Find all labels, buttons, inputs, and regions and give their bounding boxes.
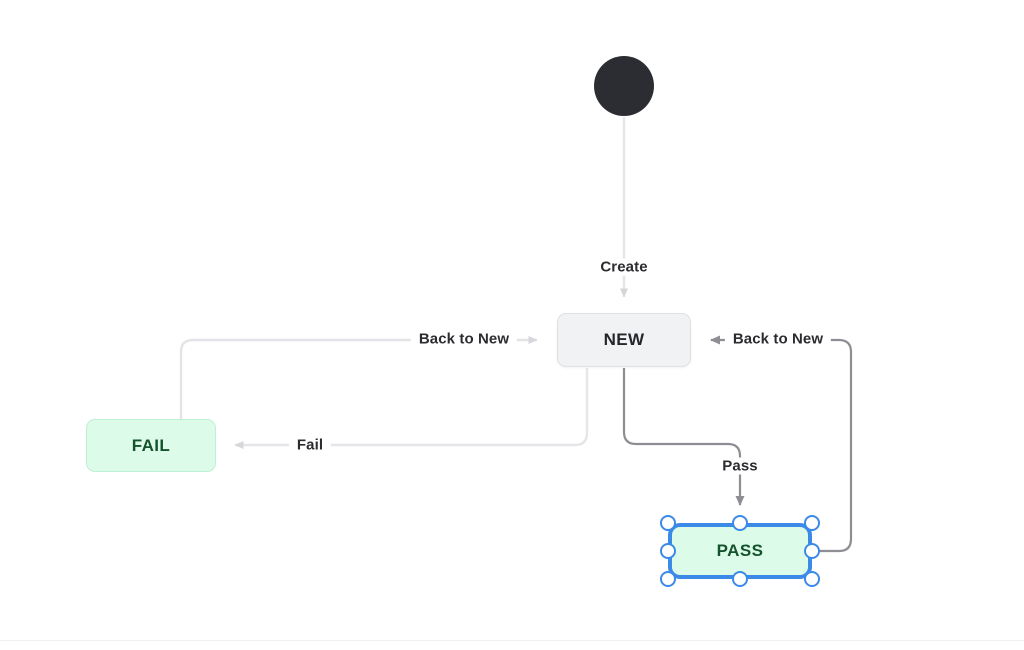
state-node-new[interactable]: NEW [557,313,691,367]
state-node-fail-label: FAIL [131,435,171,455]
handle-middle-right[interactable] [804,543,820,559]
edge-label-create[interactable]: Create [594,258,654,276]
handle-bottom-left[interactable] [660,571,676,587]
handle-bottom-right[interactable] [804,571,820,587]
edge-path-back-to-new-from-fail[interactable] [179,336,538,419]
edge-path-fail[interactable] [234,368,589,449]
handle-top-left[interactable] [660,515,676,531]
start-node[interactable] [594,56,654,116]
footer-divider [0,640,1024,641]
state-node-fail[interactable]: FAIL [86,419,216,472]
handle-top-center[interactable] [732,515,748,531]
handle-bottom-center[interactable] [732,571,748,587]
state-node-pass-label: PASS [716,541,764,560]
edge-label-back-to-new-from-fail[interactable]: Back to New [410,330,518,348]
handle-top-right[interactable] [804,515,820,531]
edge-label-fail[interactable]: Fail [288,436,332,454]
state-node-new-label: NEW [603,330,645,349]
handle-middle-left[interactable] [660,543,676,559]
edge-path-pass[interactable] [622,368,745,506]
edge-label-pass[interactable]: Pass [715,457,765,475]
edge-label-back-to-new-from-pass[interactable]: Back to New [724,330,832,348]
edge-path-back-to-new-from-pass[interactable] [710,335,853,553]
